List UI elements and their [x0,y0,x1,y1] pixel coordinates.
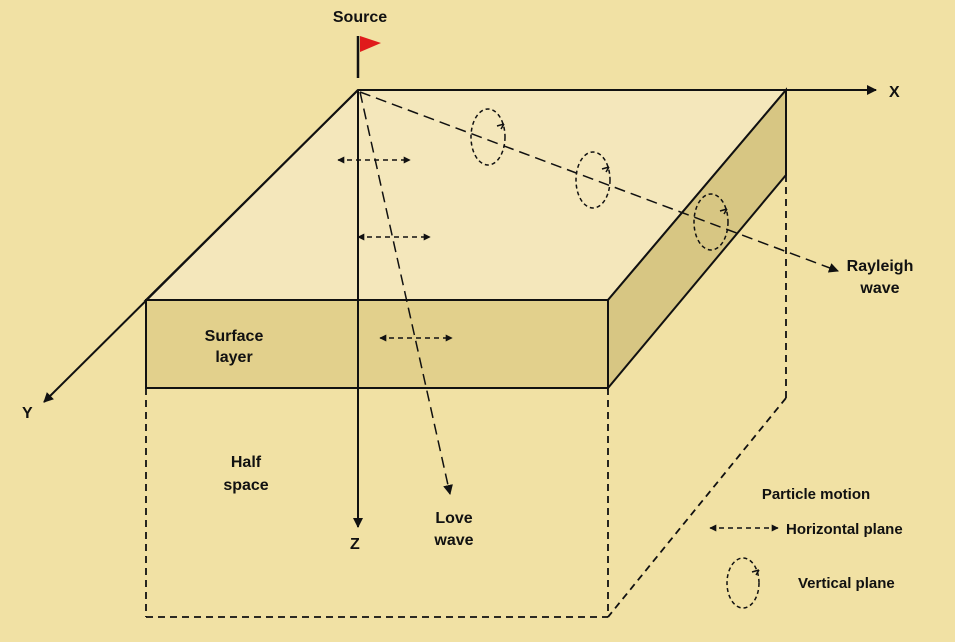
legend-title: Particle motion [762,486,870,503]
y-axis [43,89,359,403]
rayleigh-wave-path [359,91,839,273]
love-wave-label-line2: wave [433,532,473,549]
rayleigh-wave-label-line2: wave [859,280,899,297]
x-axis-label: X [889,84,900,101]
vertical-motion-ellipses [470,108,729,251]
legend-horizontal-label: Horizontal plane [786,521,903,538]
source-flag-icon [356,36,381,78]
y-axis-label: Y [22,405,33,422]
source-label: Source [333,9,387,26]
vertical-motion-ellipse [575,151,611,209]
half-space-label-line1: Half [231,454,262,471]
surface-layer-label-line2: layer [215,349,252,366]
z-axis-label: Z [350,536,360,553]
legend-vertical-label: Vertical plane [798,575,895,592]
half-space-outline [145,175,787,618]
surface-layer-front-face [145,299,609,389]
surface-layer-label-line1: Surface [205,328,264,345]
love-wave-label-line1: Love [435,510,472,527]
vertical-motion-ellipse [693,193,729,251]
rayleigh-wave-label-line1: Rayleigh [847,258,914,275]
vertical-motion-ellipse [470,108,506,166]
legend: Particle motion Horizontal plane Vertica… [709,486,903,609]
horizontal-motion-arrows [337,156,453,342]
half-space-label-line2: space [223,477,268,494]
legend-vertical-ellipse-icon [726,557,760,609]
